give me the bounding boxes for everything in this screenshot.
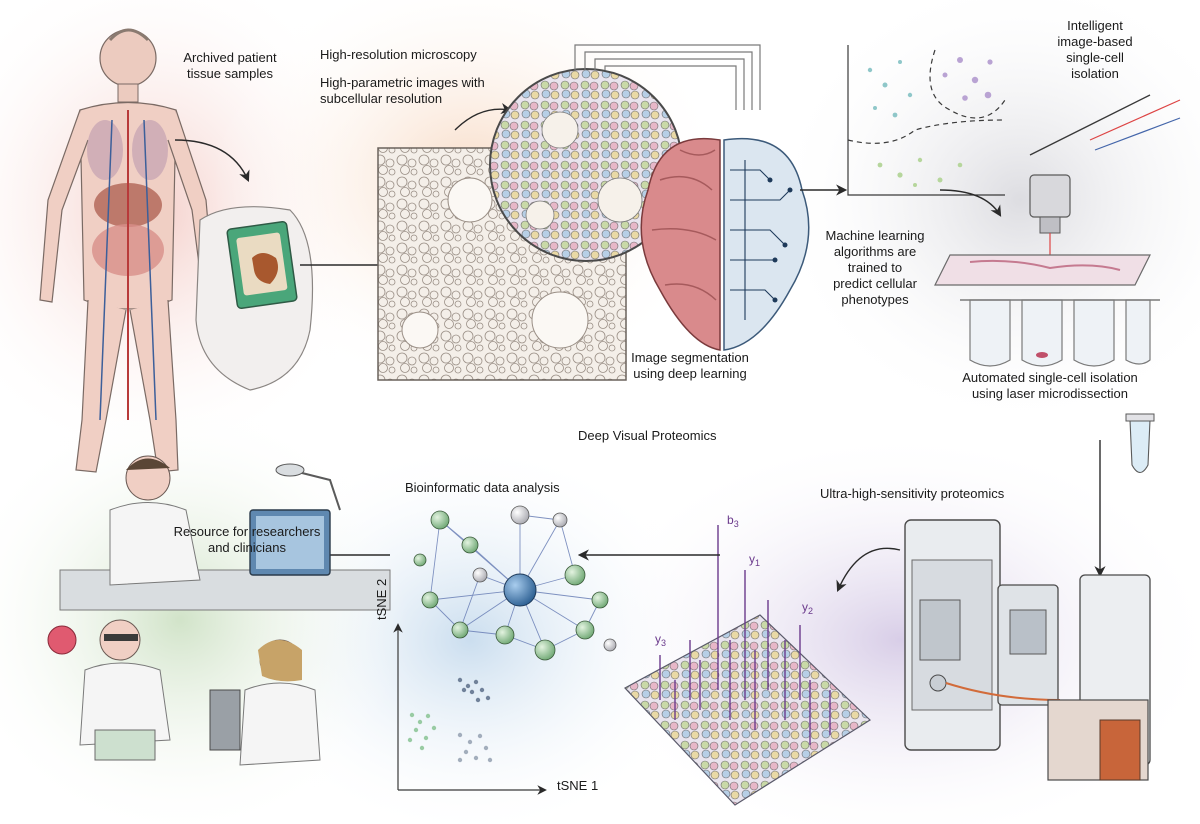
tsne-axes (393, 623, 547, 795)
scatter-plot-icon (847, 45, 1006, 196)
diagram-title: Deep Visual Proteomics (578, 428, 717, 443)
peak-label-y3: y3 (655, 632, 667, 648)
microscopy-label: High-resolution microscopy (320, 47, 477, 62)
magnified-cells-icon (489, 68, 683, 262)
wires (574, 44, 761, 110)
network-icon (413, 505, 617, 661)
laser-microdissection-icon (934, 94, 1181, 367)
arrow-ms-to-spectrum (836, 547, 901, 593)
ultra-label: Ultra-high-sensitivity proteomics (820, 486, 1005, 501)
peak-label-b3: b3 (727, 513, 739, 529)
arrow-body-to-slide (174, 139, 250, 183)
tissue-slide-icon (195, 206, 314, 391)
peak-label-y1: y1 (749, 552, 761, 568)
arrow-to-lens (454, 103, 513, 131)
tsne-clusters (407, 677, 493, 763)
brain-icon (640, 137, 810, 351)
tube-icon (1125, 413, 1155, 474)
spectrum-icon (624, 525, 871, 806)
mass-spectrometer-icon (904, 519, 1151, 781)
tsne1-label: tSNE 1 (557, 778, 599, 793)
tsne2-label: tSNE 2 (374, 578, 389, 620)
peak-label-y2: y2 (802, 600, 814, 616)
researcher-icon (47, 455, 391, 766)
bioinformatic-label: Bioinformatic data analysis (405, 480, 560, 495)
arrow-plot-to-isolation (939, 189, 1002, 217)
